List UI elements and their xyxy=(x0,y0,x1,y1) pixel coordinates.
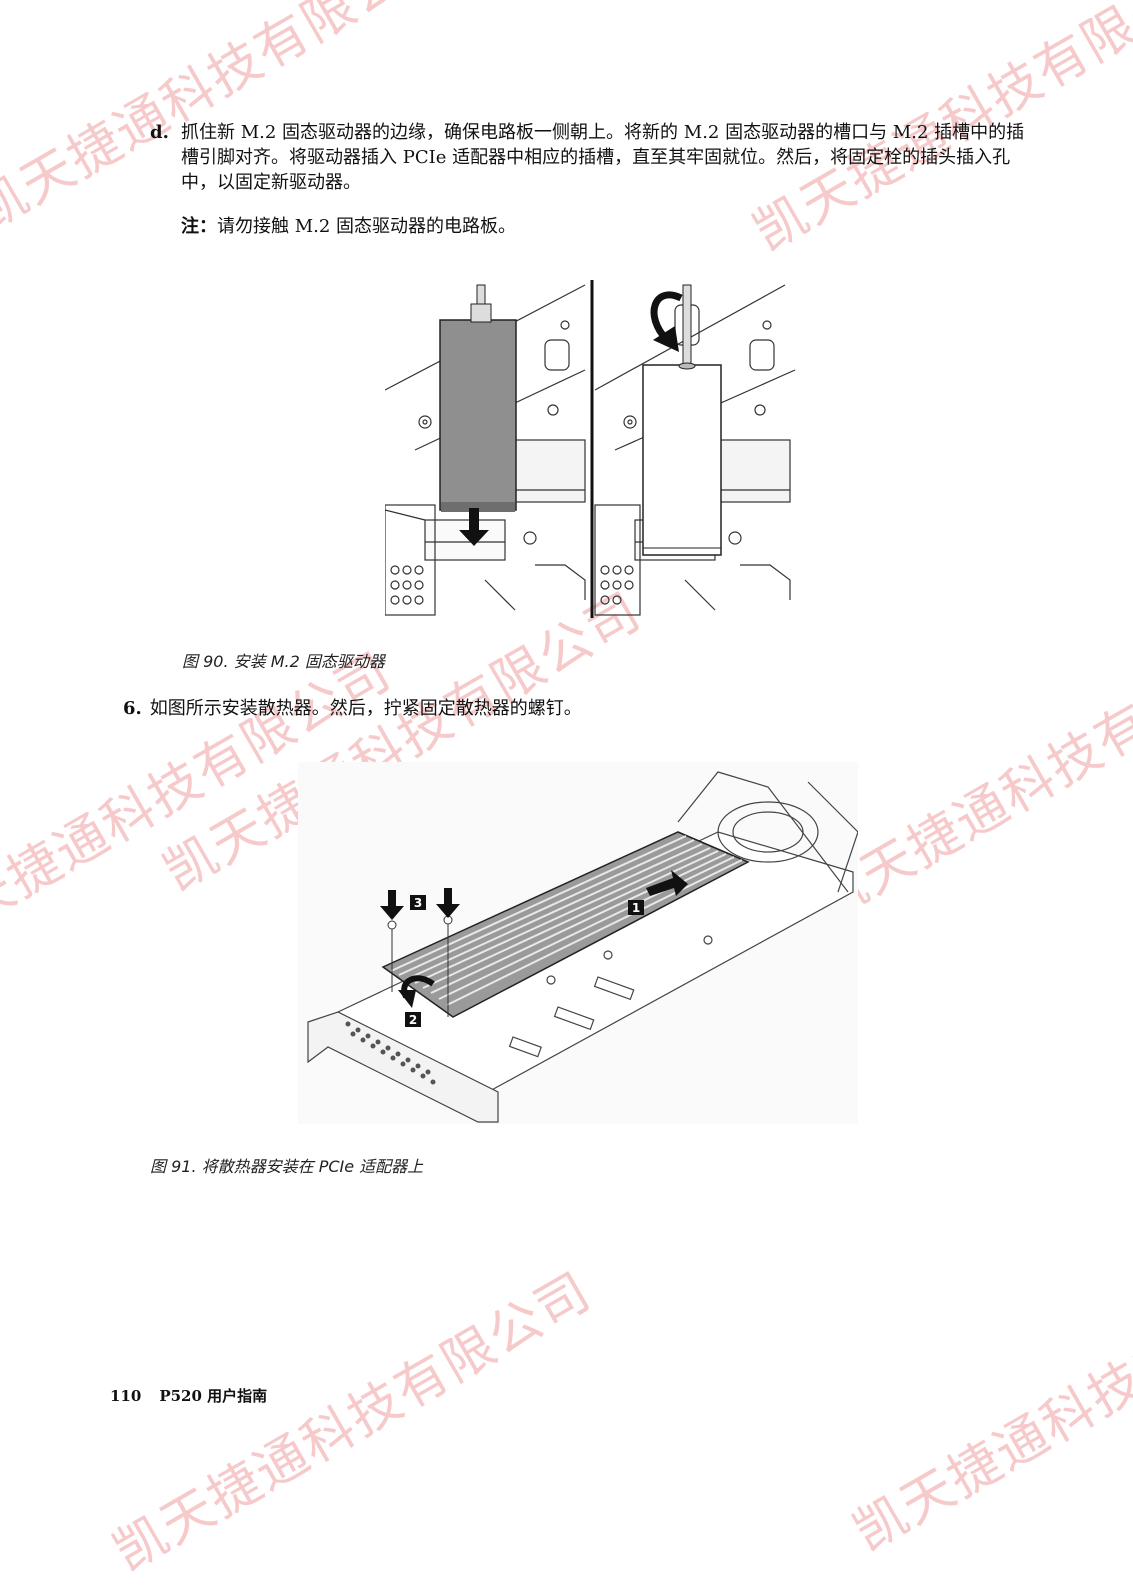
figure-90-caption: 图 90. 安装 M.2 固态驱动器 xyxy=(182,652,385,671)
step-6-text: 如图所示安装散热器。然后，拧紧固定散热器的螺钉。 xyxy=(149,698,582,719)
note: 注：请勿接触 M.2 固态驱动器的电路板。 xyxy=(181,212,516,238)
watermark: 凯天捷通科技有限公司 xyxy=(843,1241,1133,1564)
step-6-label: 6. xyxy=(123,698,142,719)
figure-91-illustration: 3 2 1 xyxy=(298,762,858,1124)
callout-2: 2 xyxy=(409,1013,417,1027)
step-d-label: d. xyxy=(150,122,169,143)
step-6: 6. 如图所示安装散热器。然后，拧紧固定散热器的螺钉。 xyxy=(123,694,582,720)
figure-91-caption: 图 91. 将散热器安装在 PCIe 适配器上 xyxy=(150,1157,424,1176)
step-d-text: 抓住新 M.2 固态驱动器的边缘，确保电路板一侧朝上。将新的 M.2 固态驱动器… xyxy=(181,122,1025,193)
watermark: 凯天捷通科技有限公司 xyxy=(103,1261,602,1584)
note-text: 请勿接触 M.2 固态驱动器的电路板。 xyxy=(217,216,517,237)
callout-1: 1 xyxy=(632,901,640,915)
step-d: d. 抓住新 M.2 固态驱动器的边缘，确保电路板一侧朝上。将新的 M.2 固态… xyxy=(150,120,1030,195)
note-label: 注： xyxy=(181,216,217,237)
page-number: 110 xyxy=(110,1387,142,1405)
page-footer: 110 P520 用户指南 xyxy=(110,1385,267,1406)
footer-title: P520 用户指南 xyxy=(159,1387,268,1405)
figure-90-illustration xyxy=(385,280,796,618)
callout-3: 3 xyxy=(414,896,422,910)
